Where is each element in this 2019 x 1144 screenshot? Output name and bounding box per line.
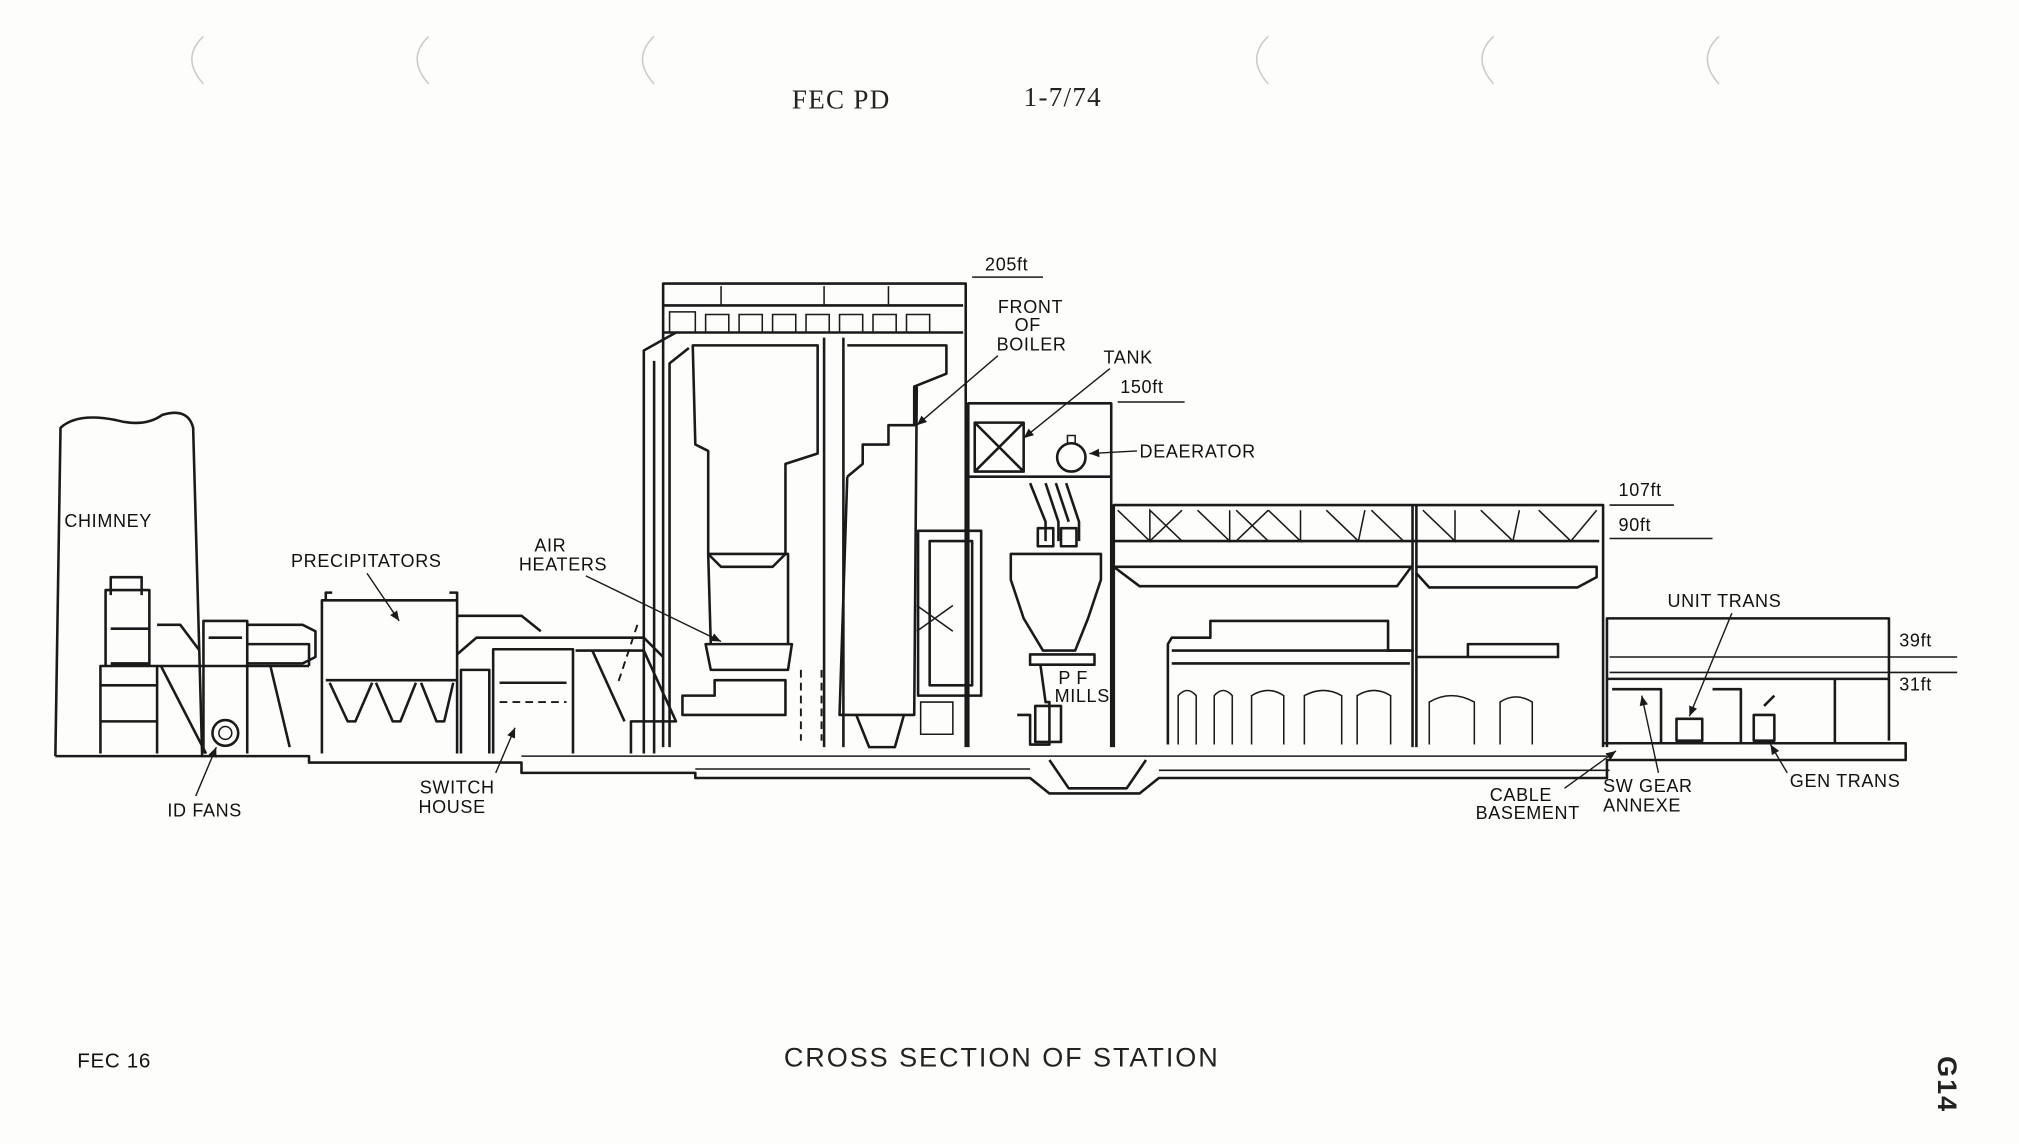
- level-marks: 205ft 150ft 107ft 90ft 39ft 31ft: [972, 255, 1932, 694]
- label-front-of-boiler-1: FRONT: [998, 297, 1063, 317]
- label-front-of-boiler-3: BOILER: [997, 335, 1067, 355]
- level-107ft: 107ft: [1619, 480, 1662, 500]
- label-switch-house-1: SWITCH: [420, 777, 495, 797]
- diagram-title: CROSS SECTION OF STATION: [784, 1042, 1220, 1072]
- header-code: FEC PD: [792, 84, 891, 114]
- level-90ft: 90ft: [1619, 515, 1652, 535]
- level-31ft: 31ft: [1899, 674, 1932, 694]
- label-cable-basement-2: BASEMENT: [1476, 803, 1580, 823]
- turbine-hall: [1112, 503, 1605, 748]
- label-cable-basement-1: CABLE: [1490, 785, 1552, 805]
- label-unit-trans: UNIT TRANS: [1667, 591, 1781, 611]
- ground-line: [55, 741, 1907, 795]
- switch-house: [459, 647, 575, 754]
- label-precipitators: PRECIPITATORS: [291, 551, 442, 571]
- header-issue: 1-7/74: [1024, 82, 1102, 112]
- level-205ft: 205ft: [985, 255, 1028, 275]
- component-labels: CHIMNEY PRECIPITATORS AIR HEATERS FRONT …: [64, 297, 1901, 823]
- footer-right: G14: [1932, 1056, 1962, 1113]
- label-switch-house-2: HOUSE: [418, 797, 485, 817]
- label-chimney: CHIMNEY: [64, 511, 152, 531]
- footer-left: FEC 16: [77, 1050, 151, 1073]
- label-gen-trans: GEN TRANS: [1790, 771, 1901, 791]
- deaerator-bay: [967, 402, 1113, 748]
- air-heater-ducts: [575, 624, 678, 754]
- precipitators: [320, 591, 665, 754]
- label-pf-mills-2: MILLS: [1055, 686, 1110, 706]
- id-fan-area: [99, 575, 317, 755]
- label-air-heaters-2: HEATERS: [519, 555, 607, 575]
- label-sw-gear-annexe-2: ANNEXE: [1603, 795, 1681, 815]
- label-sw-gear-annexe-1: SW GEAR: [1603, 776, 1693, 796]
- label-air-heaters-1: AIR: [534, 535, 566, 555]
- label-deaerator: DEAERATOR: [1140, 441, 1256, 461]
- label-front-of-boiler-2: OF: [1015, 315, 1041, 335]
- level-39ft: 39ft: [1899, 631, 1932, 651]
- label-id-fans: ID FANS: [167, 801, 242, 821]
- punch-holes: [191, 35, 1720, 85]
- level-150ft: 150ft: [1120, 377, 1163, 397]
- boiler-house: [642, 282, 983, 754]
- label-tank: TANK: [1103, 347, 1152, 367]
- transformer-annexe: [1605, 617, 1958, 748]
- label-pf-mills-1: P F: [1058, 668, 1088, 688]
- chimney: [54, 411, 204, 757]
